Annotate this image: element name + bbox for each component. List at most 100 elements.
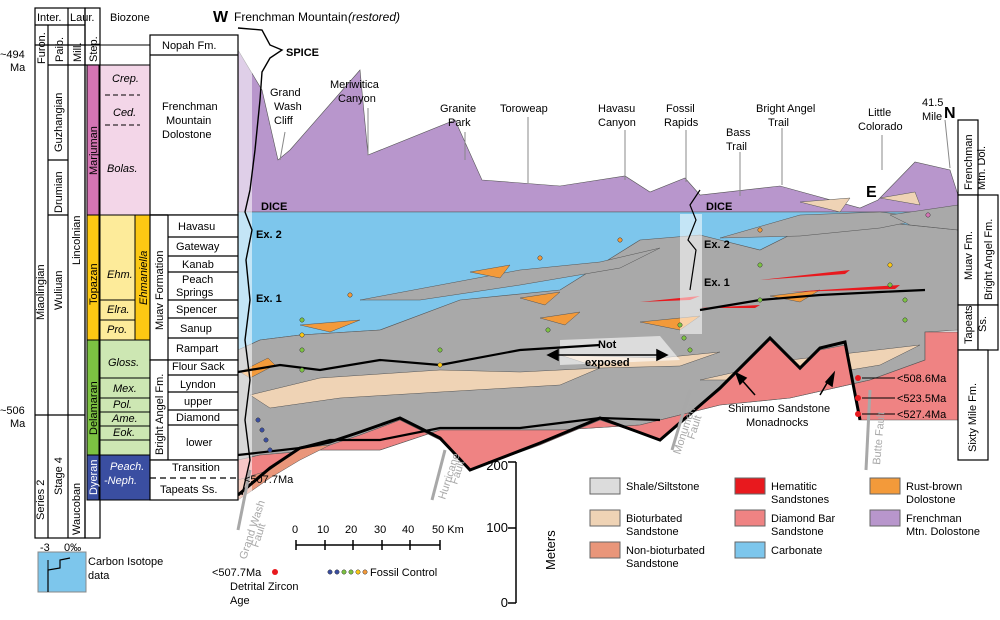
locality-bright-angel-2: Trail	[768, 117, 789, 129]
locality-grand-wash-2: Wash	[274, 101, 302, 113]
age-507-label: <507.7Ma	[244, 474, 294, 486]
dice-label-left: DICE	[261, 201, 287, 213]
meters-200: 200	[486, 458, 508, 473]
locality-grand-wash-3: Cliff	[274, 115, 294, 127]
zircon-legend-1: Detrital Zircon	[230, 581, 298, 593]
legend-label-3: Hematitic	[771, 481, 817, 493]
member-lyndon: Lyndon	[180, 379, 216, 391]
formation-fmd-3: Dolostone	[162, 129, 212, 141]
right-bright-angel: Bright Angel Fm.	[983, 219, 995, 300]
dyeran-bar	[86, 454, 100, 501]
locality-fossil-2: Rapids	[664, 117, 699, 129]
monadnock-arrows	[734, 370, 836, 396]
member-sanup: Sanup	[180, 323, 212, 335]
member-rampart: Rampart	[176, 343, 218, 355]
locality-leaders	[279, 108, 951, 196]
member-lower: lower	[186, 437, 213, 449]
isotope-scale-left: -3	[40, 542, 50, 554]
locality-mile-1: 41.5	[922, 97, 943, 109]
fault-butte: Butte Fault	[871, 411, 888, 465]
legend-swatch-7	[869, 509, 901, 527]
monadnocks-label-1: Shimumo Sandstone	[728, 403, 830, 415]
isotope-legend-2: data	[88, 570, 110, 582]
ma506-unit: Ma	[10, 418, 26, 430]
right-tapeats-1: Tapeats	[963, 305, 975, 344]
not-exposed-arrows	[546, 348, 669, 362]
meters-0: 0	[501, 595, 508, 610]
member-peach-1: Peach	[182, 274, 213, 286]
age-508: <508.6Ma	[897, 373, 947, 385]
legend-label-3-line2: Sandstones	[771, 494, 830, 506]
biozone-gloss: Gloss.	[108, 357, 139, 369]
header-mill: Mill.	[72, 42, 84, 62]
not-exposed-1: Not	[598, 339, 617, 351]
spice-label: SPICE	[286, 47, 319, 59]
locality-granite-2: Park	[448, 117, 471, 129]
right-tapeats-2: Ss.	[977, 316, 989, 332]
restored-label: (restored)	[348, 10, 400, 24]
locality-havasu-2: Canyon	[598, 117, 636, 129]
chrono-lincolnian: Lincolnian	[71, 215, 83, 265]
member-kanab: Kanab	[182, 259, 214, 271]
scale-tick-10: 10	[317, 524, 329, 536]
legend-label-7: Frenchman	[906, 513, 962, 525]
chrono-topazan: Topazan	[88, 263, 100, 305]
right-muav: Muav Fm.	[963, 231, 975, 280]
locality-little-colorado-1: Little	[868, 107, 891, 119]
locality-bright-angel-1: Bright Angel	[756, 103, 815, 115]
legend-swatch-5	[734, 541, 766, 559]
locality-fossil-1: Fossil	[666, 103, 695, 115]
chrono-guzhangian: Guzhangian	[53, 93, 65, 152]
right-formation-columns	[957, 119, 999, 461]
chrono-dyeran: Dyeran	[88, 460, 100, 495]
member-flour-sack: Flour Sack	[172, 361, 225, 373]
biozone-column	[99, 44, 151, 501]
member-spencer: Spencer	[176, 304, 217, 316]
legend-label-1: Bioturbated	[626, 513, 682, 525]
legend-label-6-line2: Dolostone	[906, 494, 956, 506]
biozone-elra: Elra.	[107, 304, 130, 316]
legend-label-5: Carbonate	[771, 545, 822, 557]
right-sixty-mile: Sixty Mile Fm.	[967, 383, 979, 452]
biozone-ehm: Ehm.	[107, 269, 133, 281]
header-inter: Inter.	[37, 12, 61, 24]
legend-swatches: Shale/SiltstoneBioturbatedSandstoneNon-b…	[589, 477, 980, 570]
biozone-crep: Crep.	[112, 73, 139, 85]
faults	[236, 389, 872, 531]
legend-swatch-1	[589, 509, 621, 527]
header-step: Step.	[88, 36, 100, 62]
biozone-mex: Mex.	[113, 383, 137, 395]
zircon-legend-2: Age	[230, 595, 250, 607]
formation-muav: Muav Formation	[154, 251, 166, 330]
chrono-series2: Series 2	[35, 480, 47, 520]
chronostratigraphy-columns	[34, 7, 101, 539]
header-laur: Laur.	[70, 12, 94, 24]
scale-tick-20: 20	[345, 524, 357, 536]
text-labels: Inter. Laur. Biozone Furon. Paib. Mill. …	[0, 9, 995, 610]
header-paib: Paib.	[54, 37, 66, 62]
biozone-neph: -Neph.	[104, 475, 137, 487]
chrono-stage4: Stage 4	[53, 457, 65, 495]
monadnocks-label-2: Monadnocks	[746, 417, 809, 429]
member-peach-2: Springs	[176, 287, 214, 299]
scale-tick-0: 0	[292, 524, 298, 536]
header-biozone: Biozone	[110, 12, 150, 24]
member-gateway: Gateway	[176, 241, 220, 253]
chrono-drumian: Drumian	[53, 171, 65, 213]
age-527: <527.4Ma	[897, 409, 947, 421]
ex1-label-mid: Ex. 1	[704, 277, 730, 289]
biozone-pol: Pol.	[113, 399, 132, 411]
locality-havasu-1: Havasu	[598, 103, 635, 115]
chrono-delamaran: Delamaran	[88, 381, 100, 435]
locality-bass-1: Bass	[726, 127, 751, 139]
biozone-ced: Ced.	[113, 107, 136, 119]
formation-fmd-2: Mountain	[166, 115, 211, 127]
butte-age-markers	[855, 375, 895, 417]
dice-label-mid: DICE	[706, 201, 732, 213]
legend-label-4-line2: Sandstone	[771, 526, 824, 538]
ma494-value: ~494	[0, 49, 25, 61]
locality-little-colorado-2: Colorado	[858, 121, 903, 133]
east-label: E	[866, 184, 877, 201]
